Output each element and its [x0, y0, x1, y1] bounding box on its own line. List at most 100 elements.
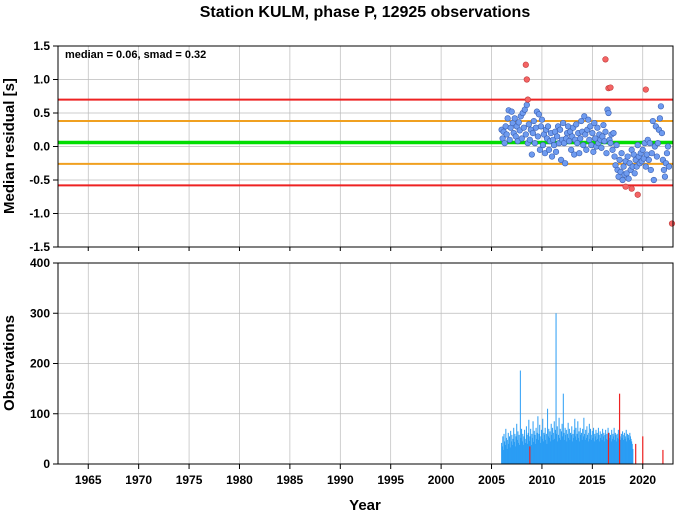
residual-point [613, 142, 620, 149]
residual-point [548, 153, 556, 160]
observations-x-tick-label: 2000 [428, 473, 455, 487]
residual-point [577, 135, 584, 142]
residual-point [658, 130, 666, 137]
residual-point [589, 130, 596, 137]
residual-point [588, 142, 595, 149]
residual-point [518, 135, 525, 142]
residual-outlier-point [642, 86, 649, 93]
residual-point [578, 117, 585, 125]
residual-point [502, 123, 509, 130]
residual-point [553, 133, 561, 140]
residual-point [590, 148, 597, 155]
residual-outlier-point [668, 220, 676, 227]
observations-bars [501, 313, 664, 464]
residual-points [498, 56, 676, 227]
observations-x-tick-label: 1980 [226, 473, 253, 487]
residual-point [623, 170, 630, 177]
residual-point [576, 150, 583, 157]
residual-point [657, 103, 665, 110]
x-axis-label: Year [349, 497, 381, 511]
residual-point [574, 140, 581, 147]
residual-point [591, 119, 598, 127]
residual-point [552, 148, 560, 155]
residual-point [587, 123, 594, 130]
residual-outlier-point [524, 96, 531, 103]
residual-point [523, 101, 530, 109]
observations-y-tick-label: 0 [43, 457, 50, 471]
residual-point [601, 138, 608, 145]
residual-y-tick-label: -1.5 [29, 240, 50, 254]
residual-point [602, 128, 609, 135]
residual-point [525, 121, 532, 128]
residual-point [634, 142, 641, 149]
residual-point [618, 150, 625, 157]
residual-outlier-point [628, 185, 635, 192]
observations-y-tick-label: 100 [30, 407, 50, 421]
observations-x-tick-label: 2005 [478, 473, 505, 487]
residual-outlier-point [607, 84, 614, 91]
residual-point [535, 111, 543, 118]
observations-x-tick-label: 1990 [327, 473, 354, 487]
residual-point [583, 146, 590, 153]
residual-point [538, 116, 546, 123]
residual-point [528, 151, 535, 158]
residual-point [665, 163, 673, 170]
residual-y-tick-label: -1.0 [29, 207, 50, 221]
residual-y-tick-label: 0.0 [33, 140, 50, 154]
residual-point [664, 143, 672, 150]
residual-point [580, 142, 587, 149]
residual-y-tick-label: -0.5 [29, 173, 50, 187]
residual-point [560, 119, 567, 127]
residual-point [541, 150, 549, 157]
residual-point [522, 131, 529, 138]
residual-point [556, 126, 564, 133]
residual-point [544, 123, 552, 130]
residual-point [581, 113, 588, 120]
residual-point [530, 117, 537, 125]
residual-point [529, 130, 536, 137]
residual-point [594, 124, 601, 131]
residual-point [619, 176, 626, 184]
residual-point [545, 146, 553, 153]
residual-point [537, 123, 545, 130]
observations-x-tick-label: 1975 [176, 473, 203, 487]
residual-point [536, 146, 544, 153]
observations-y-tick-label: 300 [30, 306, 50, 320]
residual-point [643, 151, 650, 158]
residual-point [653, 153, 660, 160]
residual-point [501, 140, 508, 147]
residual-point [503, 131, 510, 138]
residual-point [607, 140, 614, 147]
residual-point [598, 144, 605, 151]
residual-point [654, 140, 661, 147]
residual-panel: -1.5-1.0-0.50.00.51.01.5 median = 0.06, … [1, 39, 676, 254]
residual-point [639, 146, 646, 153]
observations-x-tick-label: 2015 [579, 473, 606, 487]
residual-point [532, 124, 539, 131]
residual-point [661, 173, 669, 180]
observations-x-tick-label: 1995 [377, 473, 404, 487]
chart-title: Station KULM, phase P, 12925 observation… [200, 4, 531, 21]
residual-point [660, 166, 668, 174]
residual-point [508, 108, 515, 115]
residual-point [571, 151, 578, 158]
residual-point [565, 123, 572, 130]
residual-point [585, 116, 592, 123]
observations-y-axis-label: Observations [1, 315, 18, 411]
residual-point [520, 124, 527, 131]
observations-x-tick-label: 1970 [125, 473, 152, 487]
residual-point [539, 142, 547, 149]
residual-point [656, 115, 663, 122]
residual-y-tick-label: 1.0 [33, 73, 50, 87]
residual-outlier-point [634, 191, 641, 198]
residual-point [506, 136, 513, 143]
residual-outlier-point [523, 76, 530, 83]
residual-y-tick-label: 0.5 [33, 106, 50, 120]
observations-y-tick-label: 400 [30, 256, 50, 270]
residual-point [611, 153, 618, 160]
residual-point [562, 160, 569, 167]
residual-point [609, 146, 616, 153]
